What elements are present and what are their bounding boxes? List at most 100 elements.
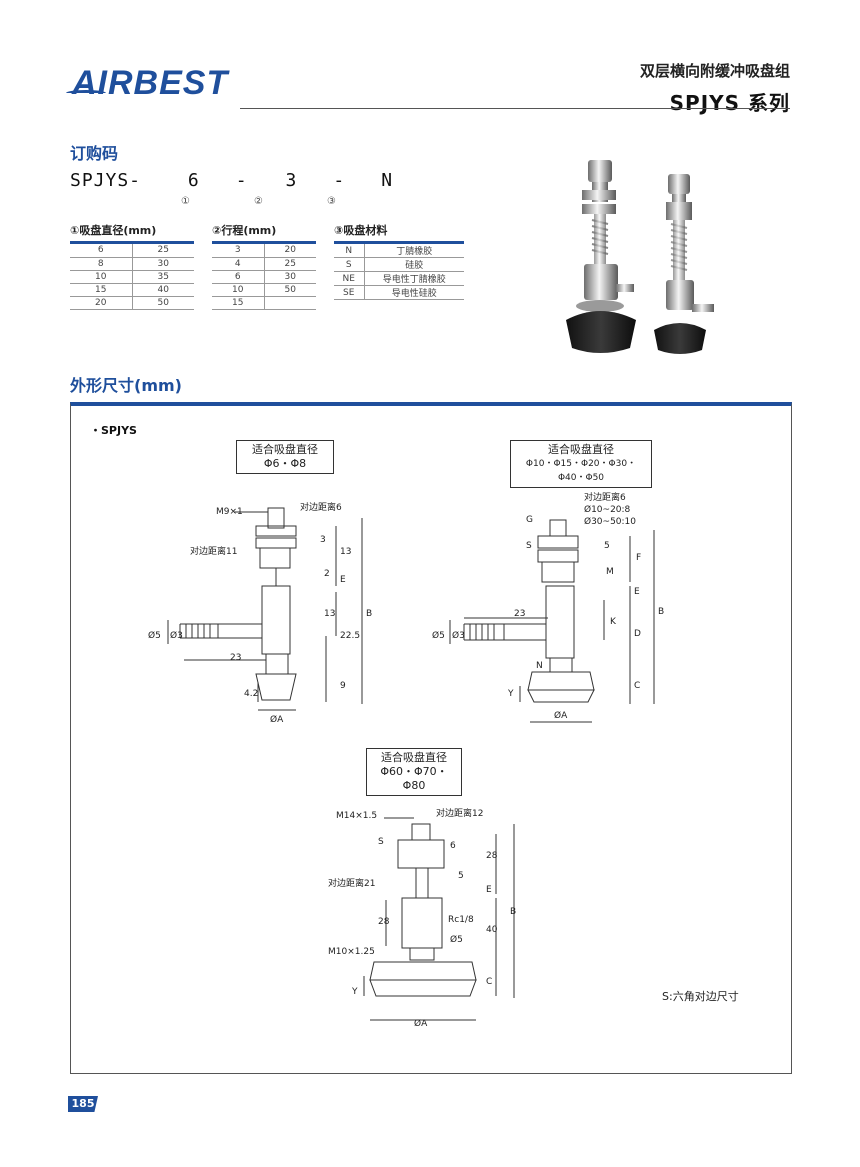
dim-D: D bbox=[634, 629, 641, 639]
dim-22-5: 22.5 bbox=[340, 631, 360, 641]
dim-B: B bbox=[510, 907, 516, 917]
dim-thread: M14×1.5 bbox=[336, 811, 377, 821]
material-table-header: ③吸盘材料 bbox=[334, 222, 464, 244]
logo-text: AIRBEST bbox=[72, 64, 229, 102]
dim-phiA: ØA bbox=[414, 1018, 428, 1029]
table-cell: 8 bbox=[70, 257, 132, 271]
dimensions-frame bbox=[70, 402, 792, 1074]
drawing-small-cup: M9×1 对边距离6 对边距离11 3 13 2 E B 13 22.5 Ø5 … bbox=[148, 501, 372, 725]
dim-B: B bbox=[366, 609, 372, 619]
order-code-model: SPJYS- bbox=[70, 170, 142, 191]
dim-E: E bbox=[486, 885, 492, 895]
table-cell: 3 bbox=[212, 244, 264, 258]
table-cell: SE bbox=[334, 285, 364, 300]
logo-swoosh-icon bbox=[66, 90, 106, 96]
small-cup-assembly bbox=[654, 174, 714, 354]
fit-box-sizes: Φ6・Φ8 bbox=[263, 457, 307, 470]
page-number: 185 bbox=[68, 1096, 98, 1112]
order-code-material: N bbox=[381, 170, 394, 191]
fit-box-small: 适合吸盘直径 Φ6・Φ8 bbox=[236, 440, 334, 474]
table-row: 15 bbox=[212, 296, 316, 310]
dim-phiA: ØA bbox=[270, 714, 284, 725]
dim-hex-mid: 对边距离21 bbox=[328, 877, 375, 889]
order-code-title: 订购码 bbox=[70, 144, 119, 163]
dim-13b: 13 bbox=[324, 609, 335, 619]
table-cell: 10 bbox=[212, 283, 264, 297]
table-cell: 25 bbox=[263, 257, 316, 271]
dim-hex-top: 对边距离12 bbox=[436, 807, 483, 819]
dim-13a: 13 bbox=[340, 547, 351, 557]
table-cell: 15 bbox=[212, 296, 264, 310]
fit-box-sizes: Φ60・Φ70・Φ80 bbox=[380, 765, 448, 792]
marker-1: ① bbox=[181, 196, 190, 207]
order-code: SPJYS- 6 - 3 - N bbox=[70, 170, 393, 191]
dim-N: N bbox=[536, 661, 543, 671]
series-title: SPJYS 系列 bbox=[669, 91, 790, 115]
diameter-table-header: ①吸盘直径(mm) bbox=[70, 222, 194, 244]
table-cell: 20 bbox=[70, 296, 132, 310]
stroke-table-header: ②行程(mm) bbox=[212, 222, 316, 244]
table-cell: NE bbox=[334, 271, 364, 286]
dim-spec2: Ø30~50:10 bbox=[584, 516, 636, 527]
dim-hex-top: 对边距离6 bbox=[300, 501, 342, 513]
drawing-large-cup: M14×1.5 对边距离12 S 6 28 5 对边距离21 E 28 Rc1/… bbox=[328, 807, 516, 1029]
fit-box-medium: 适合吸盘直径 Φ10・Φ15・Φ20・Φ30・Φ40・Φ50 bbox=[510, 440, 652, 488]
dim-B: B bbox=[658, 607, 664, 617]
table-cell: 丁腈橡胶 bbox=[363, 244, 464, 258]
dim-S: S bbox=[526, 541, 532, 551]
drawing-medium-cup: 对边距离6 Ø10~20:8 Ø30~50:10 G S 5 F M E B K… bbox=[432, 491, 664, 723]
fit-box-title: 适合吸盘直径 bbox=[252, 443, 318, 456]
table-cell: N bbox=[334, 244, 364, 258]
dim-M: M bbox=[606, 567, 614, 577]
dim-5: 5 bbox=[604, 541, 610, 551]
order-code-diameter: 6 bbox=[187, 170, 200, 191]
dim-phi3: Ø3 bbox=[170, 630, 183, 641]
hex-note: S:六角对边尺寸 bbox=[662, 990, 739, 1003]
dim-hex-mid: 对边距离11 bbox=[190, 545, 237, 557]
table-cell: S bbox=[334, 257, 364, 272]
dim-phi5: Ø5 bbox=[432, 630, 445, 641]
dim-hex: 对边距离6 bbox=[584, 491, 626, 503]
product-title: 双层横向附缓冲吸盘组 bbox=[639, 62, 790, 80]
dim-phi3: Ø3 bbox=[452, 630, 465, 641]
dim-thread: M9×1 bbox=[216, 507, 243, 517]
fit-box-title: 适合吸盘直径 bbox=[548, 443, 614, 456]
large-cup-assembly bbox=[566, 160, 636, 353]
dim-E: E bbox=[634, 587, 640, 597]
order-code-dash: - bbox=[235, 170, 248, 191]
table-cell: 25 bbox=[131, 244, 194, 258]
table-cell: 15 bbox=[70, 283, 132, 297]
dim-Y: Y bbox=[507, 689, 514, 699]
dim-K: K bbox=[610, 617, 617, 627]
table-cell: 硅胶 bbox=[363, 257, 464, 272]
dim-23: 23 bbox=[230, 653, 241, 663]
table-cell: 导电性丁腈橡胶 bbox=[363, 271, 464, 286]
table-cell: 4 bbox=[212, 257, 264, 271]
table-cell: 50 bbox=[263, 283, 316, 297]
dim-Y: Y bbox=[351, 987, 358, 997]
dim-G: G bbox=[526, 515, 533, 525]
product-photo bbox=[566, 160, 714, 354]
fit-box-large: 适合吸盘直径 Φ60・Φ70・Φ80 bbox=[366, 748, 462, 796]
header-divider bbox=[240, 108, 790, 109]
dim-thread2: M10×1.25 bbox=[328, 947, 375, 957]
dim-4-2: 4.2 bbox=[244, 689, 258, 699]
dim-28a: 28 bbox=[486, 851, 498, 861]
order-code-stroke: 3 bbox=[285, 170, 298, 191]
fit-box-sizes: Φ10・Φ15・Φ20・Φ30・Φ40・Φ50 bbox=[525, 459, 637, 483]
dim-E: E bbox=[340, 575, 346, 585]
dim-5: 5 bbox=[458, 871, 464, 881]
